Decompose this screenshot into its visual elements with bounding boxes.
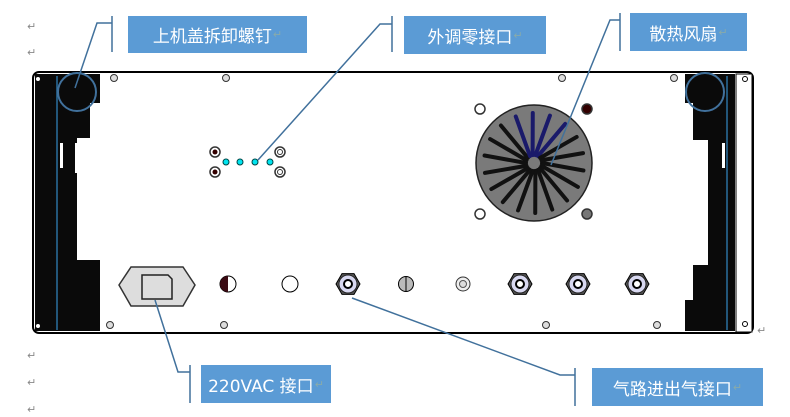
fan-blade (540, 161, 586, 173)
fan-blade (516, 168, 535, 213)
paragraph-mark: ↵ (27, 46, 37, 59)
cooling-fan (474, 103, 593, 222)
fan-blade (482, 163, 529, 175)
paragraph-mark: ↵ (718, 25, 728, 39)
callout-label: 220VAC 接口 (208, 376, 314, 397)
cover-screws (106, 74, 678, 329)
callout-label: 散热风扇 (649, 24, 718, 45)
callout-cooling-fan: 散热风扇↵ (630, 13, 747, 51)
callout-label: 气路进出气接口 (612, 379, 732, 400)
fan-blade (539, 151, 586, 163)
fan-blade (500, 167, 532, 205)
paragraph-mark: ↵ (27, 403, 37, 416)
leader-lines (74, 13, 621, 406)
gas-fitting (624, 273, 650, 295)
fan-blade (498, 123, 530, 160)
paragraph-mark: ↵ (513, 28, 523, 42)
fan-blade (536, 121, 568, 159)
screw-highlight-right (685, 72, 725, 112)
power-socket (118, 266, 196, 307)
zero-adjust-port (209, 146, 286, 178)
gas-fitting (507, 273, 533, 295)
paragraph-mark: ↵ (27, 349, 37, 362)
paragraph-mark: ↵ (314, 377, 324, 391)
fan-blade (536, 167, 555, 212)
callout-label: 外调零接口 (427, 27, 513, 48)
callout-gas-ports: 气路进出气接口↵ (592, 368, 763, 406)
paragraph-mark: ↵ (272, 28, 283, 41)
paragraph-mark: ↵ (27, 376, 37, 389)
gas-fittings (335, 273, 650, 295)
paragraph-mark: ↵ (757, 324, 767, 337)
bottom-connectors (219, 275, 471, 293)
gas-fitting (565, 273, 591, 295)
gas-fitting (335, 273, 361, 295)
callout-top-cover-screws: 上机盖拆卸螺钉↵ (128, 16, 307, 53)
fan-blade (533, 113, 552, 158)
callout-label: 上机盖拆卸螺钉 (152, 27, 272, 47)
fan-blade (482, 153, 528, 165)
screw-highlight-left (57, 72, 97, 112)
fan-blade (538, 166, 570, 203)
paragraph-mark: ↵ (732, 380, 743, 394)
fan-blade (539, 163, 580, 189)
paragraph-mark: ↵ (27, 20, 37, 33)
fan-blade (489, 166, 530, 192)
callout-power-port: 220VAC 接口↵ (201, 365, 331, 403)
fan-blade (488, 137, 529, 163)
fan-blade (513, 114, 532, 159)
callout-external-zero-port: 外调零接口↵ (404, 16, 546, 54)
